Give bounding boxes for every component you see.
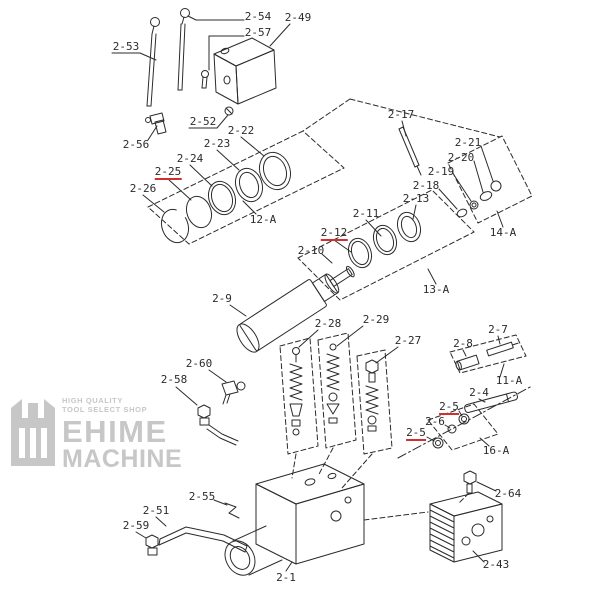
oil-tank: [213, 37, 277, 105]
part-label-2-5: 2-5: [439, 400, 459, 415]
fitting-2-56: [145, 112, 167, 135]
main-block: [224, 463, 365, 576]
valve-stack-2-28: [289, 347, 303, 436]
part-label-2-5: 2-5: [406, 426, 426, 441]
part-label-2-1: 2-1: [276, 571, 296, 584]
part-label-2-53: 2-53: [112, 40, 140, 53]
part-label-2-58: 2-58: [160, 373, 188, 386]
part-label-2-51: 2-51: [142, 504, 170, 517]
panel-16A-outline: [427, 403, 499, 451]
fitting-2-60: [221, 380, 246, 405]
bolt-2-64: [458, 470, 477, 504]
watermark: HIGH QUALITY TOOL SELECT SHOP EHIME MACH…: [10, 396, 182, 472]
part-label-2-21: 2-21: [454, 136, 482, 149]
part-label-2-56: 2-56: [122, 138, 150, 151]
part-label-11-A: 11-A: [495, 374, 523, 387]
part-label-2-43: 2-43: [482, 558, 510, 571]
part-label-2-57: 2-57: [244, 26, 272, 39]
part-label-14-A: 14-A: [489, 226, 517, 239]
part-label-2-8: 2-8: [453, 337, 473, 350]
screw-2-52: [224, 106, 234, 116]
part-label-2-24: 2-24: [176, 152, 204, 165]
part-label-2-23: 2-23: [203, 137, 231, 150]
part-label-13-A: 13-A: [422, 283, 450, 296]
leader-lines: [111, 15, 505, 572]
part-label-2-28: 2-28: [314, 317, 342, 330]
watermark-tagline-1: HIGH QUALITY: [62, 396, 123, 405]
dipstick-rods: [146, 8, 209, 107]
part-label-12-A: 12-A: [249, 213, 277, 226]
part-label-16-A: 16-A: [482, 444, 510, 457]
part-label-2-64: 2-64: [494, 487, 522, 500]
part-label-2-54: 2-54: [244, 10, 272, 23]
seal-rings: [160, 151, 292, 244]
part-label-2-17: 2-17: [387, 108, 415, 121]
part-label-2-27: 2-27: [394, 334, 422, 347]
panel-14A-outline: [447, 135, 533, 224]
pipe-2-51: [158, 526, 248, 553]
part-label-2-20: 2-20: [447, 151, 475, 164]
part-label-2-13: 2-13: [402, 192, 430, 205]
panel-2-27-outline: [356, 349, 393, 455]
part-label-2-7: 2-7: [488, 323, 508, 336]
piston-rings: [347, 211, 422, 269]
part-label-2-18: 2-18: [412, 179, 440, 192]
part-label-2-12: 2-12: [320, 226, 348, 241]
valve-stack-2-29: [326, 343, 340, 424]
piston-assembly: [236, 265, 355, 353]
panel-11A-outline: [449, 334, 527, 374]
valve-stack-2-27: [365, 359, 379, 432]
small-parts-14A: [456, 180, 502, 218]
fitting-2-58: [197, 404, 239, 446]
part-label-2-9: 2-9: [212, 292, 232, 305]
part-label-2-6: 2-6: [425, 415, 445, 428]
part-label-2-25: 2-25: [154, 165, 182, 180]
part-label-2-55: 2-55: [188, 490, 216, 503]
panel-13A-outline: [297, 189, 475, 301]
watermark-brand-machine: MACHINE: [62, 445, 183, 473]
ehime-machine-logo-icon: [10, 396, 56, 472]
panel-2-28-outline: [279, 337, 319, 455]
cylinder-block-2-43: [429, 491, 503, 563]
part-label-2-29: 2-29: [362, 313, 390, 326]
part-label-2-49: 2-49: [284, 11, 312, 24]
rod-2-4: [464, 391, 518, 413]
part-label-2-22: 2-22: [227, 124, 255, 137]
part-label-2-60: 2-60: [185, 357, 213, 370]
part-label-2-26: 2-26: [129, 182, 157, 195]
watermark-brand-ehime: EHIME: [62, 414, 168, 449]
part-label-2-11: 2-11: [352, 207, 380, 220]
panel-2-29-outline: [317, 332, 357, 449]
part-label-2-59: 2-59: [122, 519, 150, 532]
panel-12A-outline: [147, 130, 345, 245]
part-label-2-4: 2-4: [469, 386, 489, 399]
part-label-2-10: 2-10: [297, 244, 325, 257]
part-label-2-52: 2-52: [189, 115, 217, 128]
part-label-2-19: 2-19: [427, 165, 455, 178]
watermark-tagline-2: TOOL SELECT SHOP: [62, 405, 148, 414]
pin-parts: [455, 341, 519, 371]
rings-and-ball-16A: [432, 413, 470, 449]
clip-2-55: [224, 502, 240, 519]
fitting-2-59: [145, 534, 159, 556]
